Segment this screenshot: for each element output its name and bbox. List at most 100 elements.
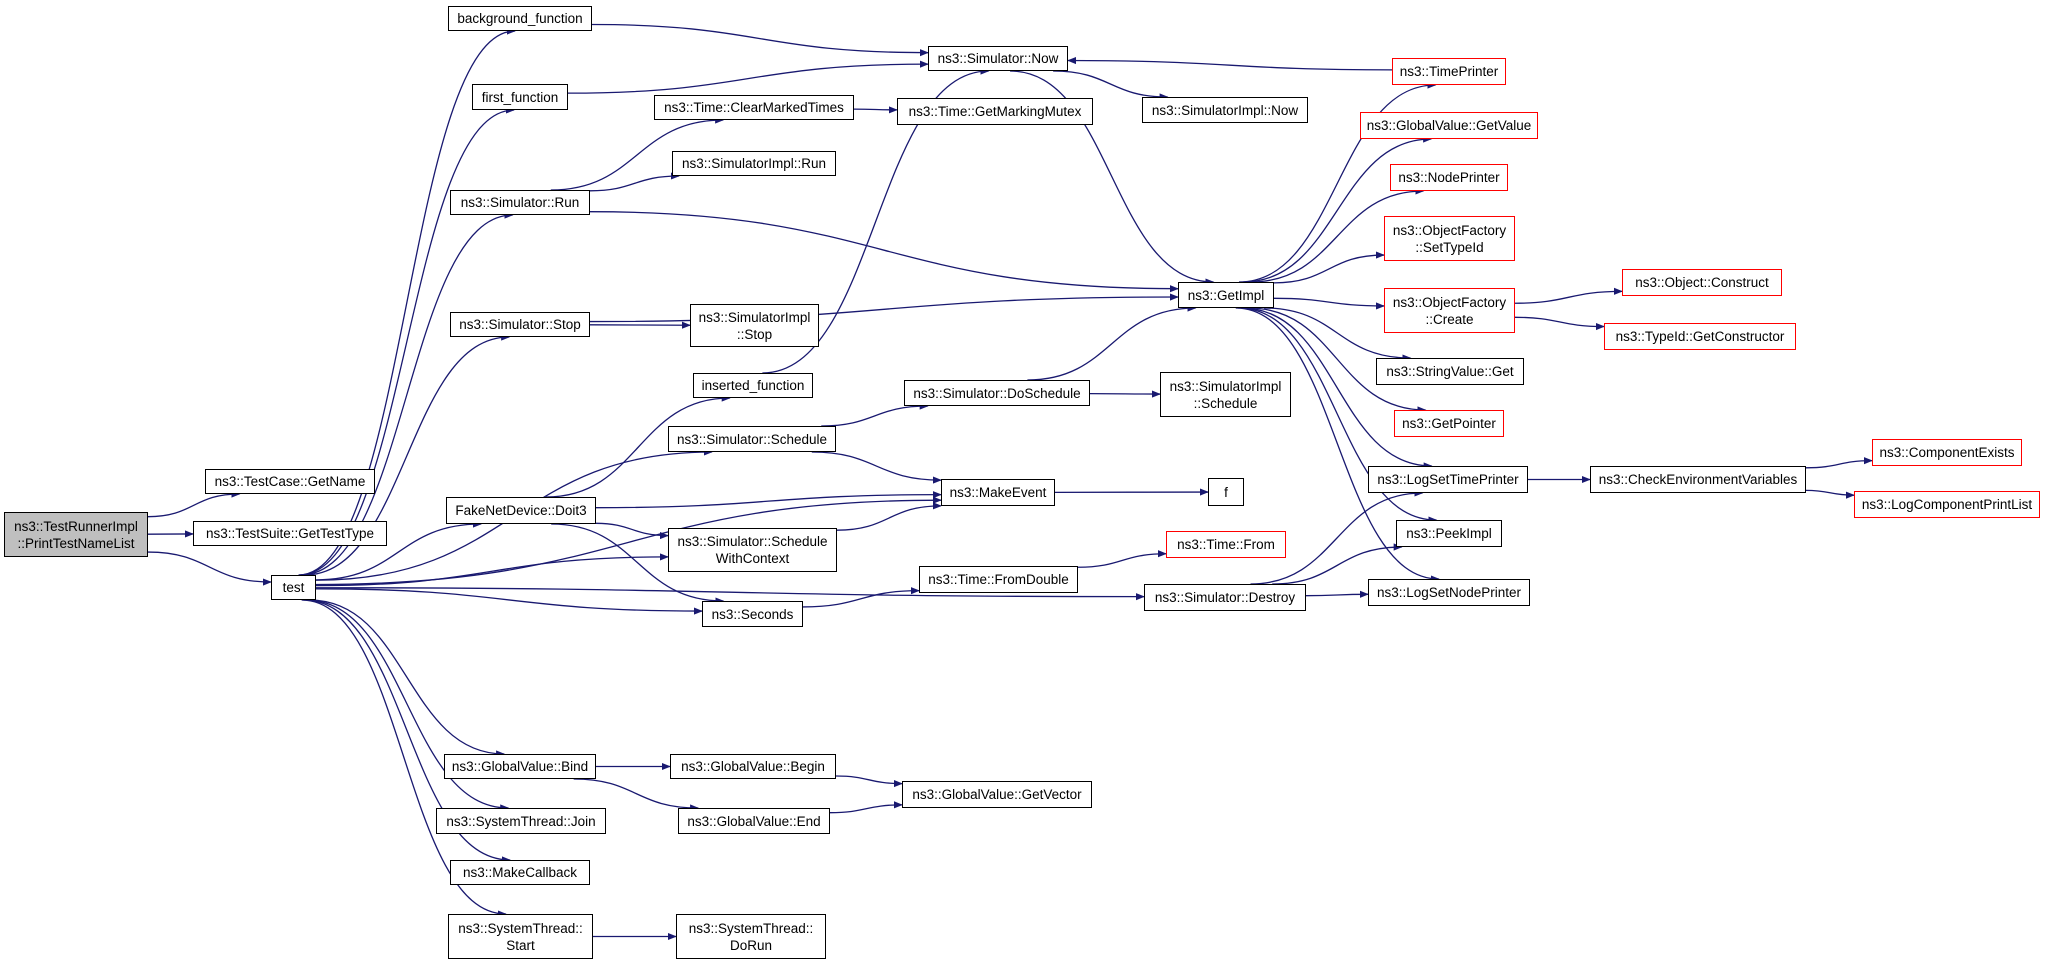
edge-sim_run-to-time_clearmarked (550, 116, 725, 191)
edge-test-to-systhread_join (305, 599, 510, 812)
node-test[interactable]: test (271, 575, 316, 600)
edge-checkenvvars-to-logcomponentprintlist (1805, 489, 1855, 499)
edge-test-to-first_function (299, 106, 515, 576)
edge-sim_run-to-getimpl (589, 211, 1179, 293)
node-time-from[interactable]: ns3::Time::From (1166, 531, 1286, 558)
node-background-function[interactable]: background_function (448, 6, 592, 31)
edge-getimpl-to-peekimpl (1238, 307, 1438, 524)
edge-checkenvvars-to-componentexists (1805, 457, 1873, 469)
node-getname[interactable]: ns3::TestCase::GetName (205, 469, 375, 494)
node-of-settypeid[interactable]: ns3::ObjectFactory ::SetTypeId (1384, 216, 1515, 261)
node-nodeprinter[interactable]: ns3::NodePrinter (1390, 164, 1508, 191)
edge-test-to-sim_schedulewithcontext (315, 553, 669, 587)
node-logcomponentprintlist[interactable]: ns3::LogComponentPrintList (1854, 491, 2040, 518)
edge-sim_schedule-to-sim_doschedule (821, 402, 929, 427)
edge-sim_run-to-simimpl_run (589, 172, 680, 192)
node-typeid-getconstructor[interactable]: ns3::TypeId::GetConstructor (1604, 323, 1796, 350)
node-componentexists[interactable]: ns3::ComponentExists (1872, 439, 2022, 466)
edge-sim_now-to-simimpl_now (1053, 70, 1169, 101)
node-simimpl-run[interactable]: ns3::SimulatorImpl::Run (672, 151, 836, 176)
edge-getimpl-to-logsetnodeprinter (1235, 307, 1440, 583)
node-stringvalue-get[interactable]: ns3::StringValue::Get (1376, 358, 1524, 385)
edge-background_function-to-sim_now (591, 23, 929, 57)
edge-getimpl-to-stringvalue_get (1264, 307, 1412, 362)
node-f[interactable]: f (1208, 478, 1244, 506)
node-gv-getvector[interactable]: ns3::GlobalValue::GetVector (902, 781, 1092, 808)
edge-of_create-to-typeid_getconstructor (1514, 316, 1605, 331)
edge-gv_end-to-gv_getvector (829, 801, 903, 814)
edge-timeprinter-to-sim_now (1067, 56, 1393, 71)
node-gettesttype[interactable]: ns3::TestSuite::GetTestType (193, 521, 387, 546)
edge-getimpl-to-gv_getvalue (1243, 135, 1433, 283)
edge-getimpl-to-getpointer (1248, 307, 1427, 414)
node-gv-end[interactable]: ns3::GlobalValue::End (678, 808, 830, 834)
node-fakenet-doit3[interactable]: FakeNetDevice::Doit3 (446, 497, 596, 524)
node-sim-schedule[interactable]: ns3::Simulator::Schedule (668, 426, 836, 452)
edge-getimpl-to-of_create (1273, 297, 1385, 310)
node-gv-getvalue[interactable]: ns3::GlobalValue::GetValue (1360, 112, 1538, 139)
node-systhread-dorun[interactable]: ns3::SystemThread:: DoRun (676, 914, 826, 959)
node-time-clearmarked[interactable]: ns3::Time::ClearMarkedTimes (654, 95, 854, 120)
edge-sim_stop-to-getimpl (589, 293, 1179, 323)
node-gv-bind[interactable]: ns3::GlobalValue::Bind (444, 754, 596, 779)
node-simimpl-now[interactable]: ns3::SimulatorImpl::Now (1142, 97, 1308, 123)
node-sim-now[interactable]: ns3::Simulator::Now (928, 46, 1068, 71)
edge-fakenet_doit3-to-makeevent (595, 491, 942, 509)
node-systhread-start[interactable]: ns3::SystemThread:: Start (448, 914, 593, 959)
edge-seconds-to-time_fromdouble (802, 587, 920, 608)
edge-test-to-seconds (315, 588, 703, 615)
edge-sim_now-to-getimpl (1010, 70, 1215, 286)
edge-test-to-sim_run (300, 211, 514, 576)
edge-getimpl-to-logsettimeprinter (1241, 307, 1433, 470)
edge-sim_destroy-to-logsettimeprinter (1250, 489, 1424, 585)
edge-fakenet_doit3-to-sim_schedulewithcontext (595, 522, 669, 540)
node-of-create[interactable]: ns3::ObjectFactory ::Create (1384, 288, 1515, 333)
edge-test-to-fakenet_doit3 (315, 520, 483, 581)
node-time-getmarkingmutex[interactable]: ns3::Time::GetMarkingMutex (897, 98, 1093, 125)
node-logsetnodeprinter[interactable]: ns3::LogSetNodePrinter (1368, 579, 1530, 606)
node-getpointer[interactable]: ns3::GetPointer (1394, 410, 1504, 437)
node-inserted-function[interactable]: inserted_function (693, 373, 813, 398)
edge-fakenet_doit3-to-inserted_function (546, 394, 731, 498)
edge-time_fromdouble-to-time_from (1077, 550, 1167, 568)
node-seconds[interactable]: ns3::Seconds (702, 601, 803, 627)
edge-test-to-systhread_start (301, 599, 507, 918)
node-sim-doschedule[interactable]: ns3::Simulator::DoSchedule (904, 380, 1090, 406)
node-root: ns3::TestRunnerImpl ::PrintTestNameList (4, 512, 148, 557)
edge-gv_begin-to-gv_getvector (835, 775, 903, 788)
edge-inserted_function-to-sim_now (762, 67, 990, 374)
node-gv-begin[interactable]: ns3::GlobalValue::Begin (670, 754, 836, 779)
edge-root-to-getname (147, 490, 241, 518)
node-sim-stop[interactable]: ns3::Simulator::Stop (450, 312, 590, 337)
node-checkenvvars[interactable]: ns3::CheckEnvironmentVariables (1590, 466, 1806, 493)
edge-root-to-test (147, 551, 272, 586)
node-logsettimeprinter[interactable]: ns3::LogSetTimePrinter (1368, 466, 1528, 493)
node-getimpl[interactable]: ns3::GetImpl (1178, 282, 1274, 308)
edge-getimpl-to-of_settypeid (1273, 251, 1385, 284)
edge-test-to-makecallback (303, 599, 511, 864)
node-makecallback[interactable]: ns3::MakeCallback (450, 860, 590, 885)
node-first-function[interactable]: first_function (472, 84, 568, 110)
node-sim-destroy[interactable]: ns3::Simulator::Destroy (1144, 584, 1306, 611)
node-time-fromdouble[interactable]: ns3::Time::FromDouble (919, 566, 1078, 593)
node-peekimpl[interactable]: ns3::PeekImpl (1396, 520, 1502, 547)
edge-sim_schedule-to-makeevent (811, 451, 942, 484)
edge-fakenet_doit3-to-seconds (551, 523, 725, 605)
node-systhread-join[interactable]: ns3::SystemThread::Join (436, 808, 606, 834)
edge-sim_doschedule-to-getimpl (1027, 304, 1197, 381)
edge-sim_destroy-to-logsetnodeprinter (1305, 590, 1369, 598)
node-makeevent[interactable]: ns3::MakeEvent (941, 479, 1055, 506)
node-simimpl-stop[interactable]: ns3::SimulatorImpl ::Stop (690, 304, 819, 347)
edge-getimpl-to-timeprinter (1238, 81, 1437, 283)
edge-getimpl-to-nodeprinter (1250, 187, 1425, 283)
node-simimpl-schedule[interactable]: ns3::SimulatorImpl ::Schedule (1160, 372, 1291, 417)
edge-test-to-gv_bind (309, 599, 506, 758)
node-timeprinter[interactable]: ns3::TimePrinter (1392, 58, 1506, 85)
node-sim-schedulewithcontext[interactable]: ns3::Simulator::Schedule WithContext (668, 528, 837, 572)
node-object-construct[interactable]: ns3::Object::Construct (1622, 269, 1782, 296)
edge-test-to-sim_destroy (315, 587, 1145, 601)
edge-gv_bind-to-gv_end (573, 778, 700, 812)
edge-sim_schedulewithcontext-to-makeevent (836, 502, 942, 531)
node-sim-run[interactable]: ns3::Simulator::Run (450, 190, 590, 215)
